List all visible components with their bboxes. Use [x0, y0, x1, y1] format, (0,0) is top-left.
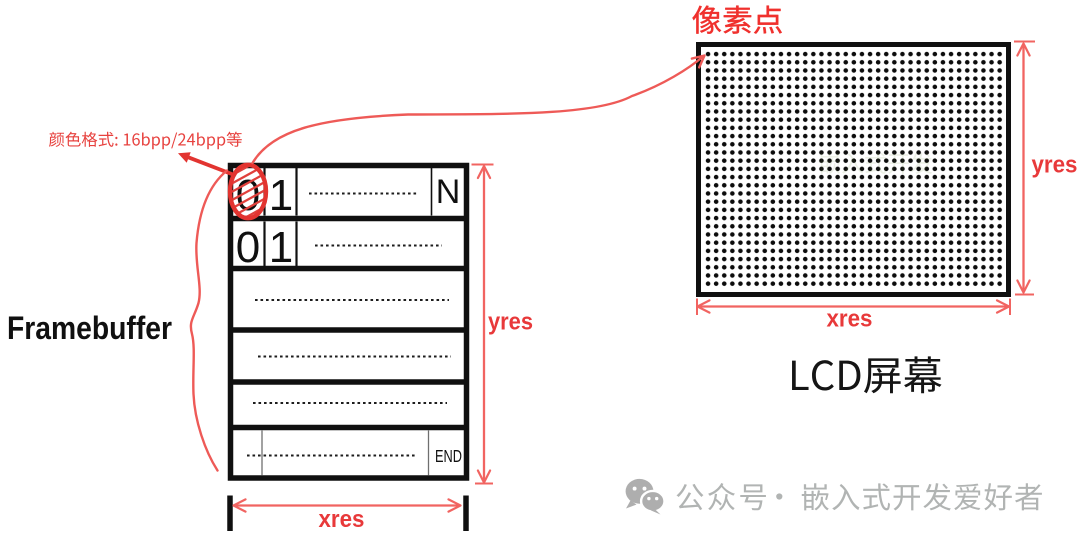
- svg-text:yres: yres: [1032, 152, 1078, 179]
- svg-text:N: N: [436, 173, 461, 211]
- svg-text:END: END: [435, 446, 462, 466]
- svg-text:Framebuffer: Framebuffer: [7, 310, 172, 346]
- svg-text:0: 0: [236, 223, 260, 272]
- svg-text:1: 1: [269, 223, 293, 272]
- svg-text:xres: xres: [827, 306, 873, 333]
- svg-text:xres: xres: [319, 506, 365, 533]
- svg-text:yres: yres: [488, 309, 533, 336]
- svg-text:1: 1: [269, 171, 293, 220]
